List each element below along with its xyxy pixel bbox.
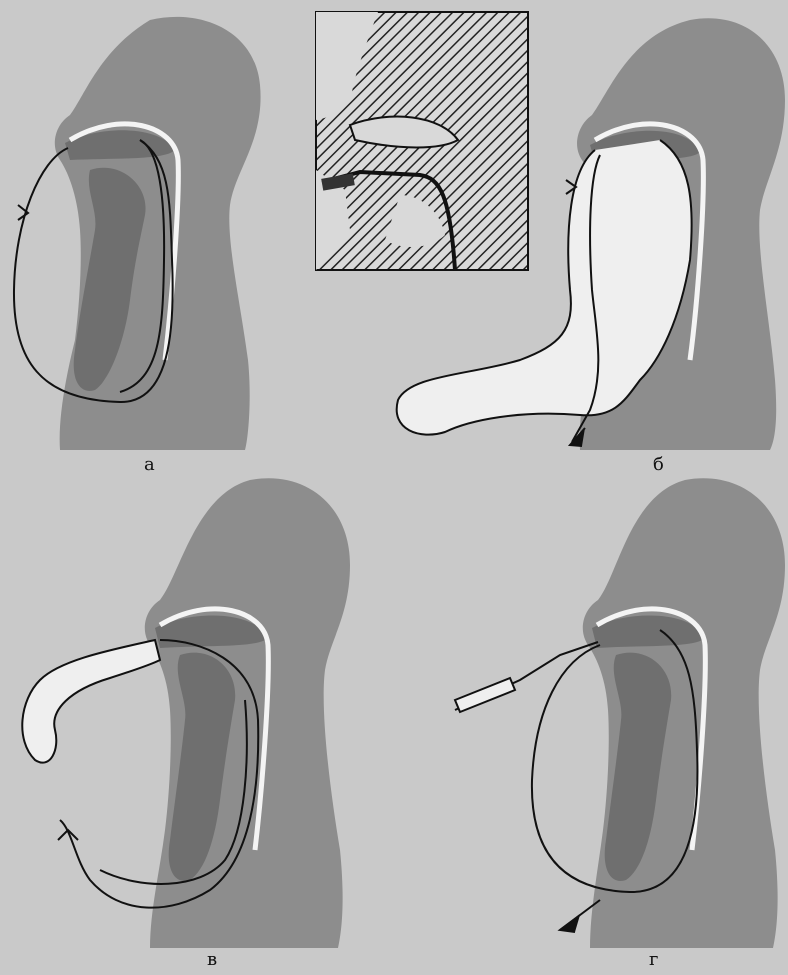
inset-diagram bbox=[316, 12, 528, 270]
panel-label-b: б bbox=[653, 454, 664, 475]
panel-label-a: а bbox=[144, 454, 155, 475]
panel-label-v: в bbox=[207, 949, 217, 970]
tube-balloon bbox=[22, 640, 160, 763]
panel-g bbox=[455, 478, 785, 948]
syringe-body bbox=[455, 678, 515, 712]
panel-a bbox=[14, 17, 261, 450]
head-silhouette bbox=[145, 478, 350, 948]
panel-label-g: г bbox=[649, 949, 658, 970]
panel-v bbox=[22, 478, 350, 948]
